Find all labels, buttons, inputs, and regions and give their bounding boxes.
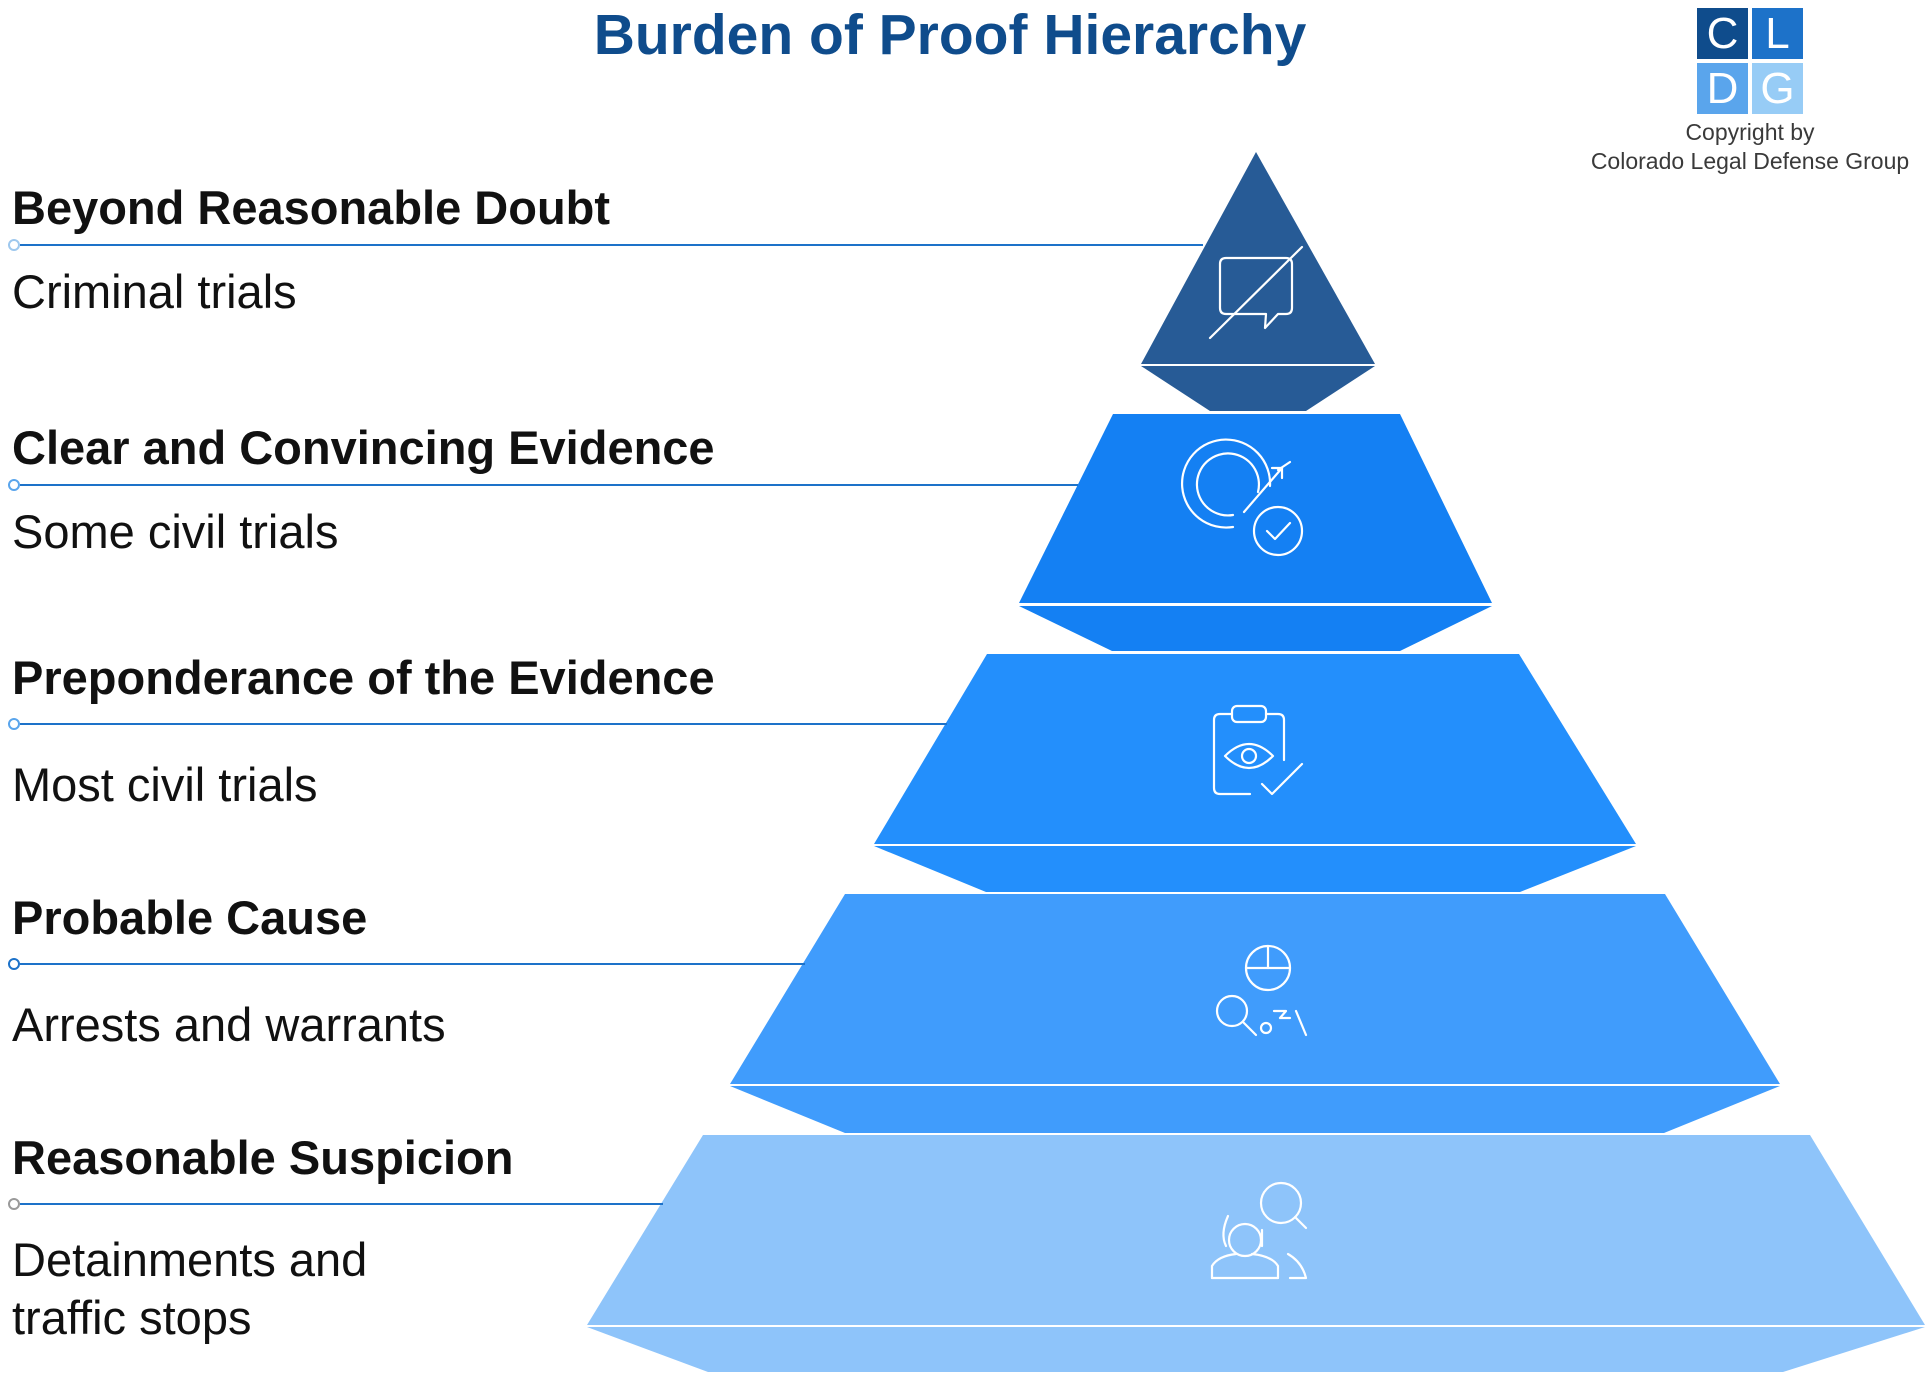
copyright-notice: Copyright by Colorado Legal Defense Grou… — [1565, 118, 1932, 176]
logo-letter-c: C — [1697, 8, 1748, 59]
level-1-block — [1141, 152, 1375, 411]
logo-letter-d: D — [1697, 63, 1748, 114]
level-2-block — [1019, 414, 1492, 651]
target-check-icon — [1180, 438, 1304, 557]
connector-2 — [8, 479, 1078, 491]
connector-3 — [8, 718, 947, 730]
level-2-description: Some civil trials — [12, 505, 339, 558]
copyright-line-1: Copyright by — [1685, 119, 1815, 145]
level-4-title: Probable Cause — [12, 891, 368, 944]
level-1-description: Criminal trials — [12, 265, 297, 318]
people-search-icon — [1210, 1181, 1308, 1280]
level-1-title: Beyond Reasonable Doubt — [12, 181, 611, 234]
connector-1 — [8, 239, 1203, 251]
level-3-description: Most civil trials — [12, 758, 318, 811]
level-5-description: Detainments and traffic stops — [12, 1233, 368, 1344]
level-4-description: Arrests and warrants — [12, 998, 446, 1051]
officer-search-icon — [1215, 944, 1308, 1037]
clipboard-eye-check-icon — [1212, 704, 1304, 796]
level-4-block — [730, 894, 1780, 1133]
logo-letter-l: L — [1752, 8, 1803, 59]
connector-4 — [8, 958, 805, 970]
copyright-line-2: Colorado Legal Defense Group — [1590, 148, 1910, 174]
level-3-title: Preponderance of the Evidence — [12, 651, 715, 704]
connector-5 — [8, 1198, 663, 1210]
diagram-title: Burden of Proof Hierarchy — [593, 3, 1307, 67]
level-2-title: Clear and Convincing Evidence — [12, 421, 715, 474]
cldg-logo: C L D G — [1697, 8, 1804, 114]
logo-letter-g: G — [1752, 63, 1803, 114]
slashed-speech-bubble-icon — [1208, 245, 1304, 340]
level-5-title: Reasonable Suspicion — [12, 1131, 514, 1184]
level-5-block — [587, 1135, 1925, 1372]
level-3-block — [874, 654, 1636, 892]
